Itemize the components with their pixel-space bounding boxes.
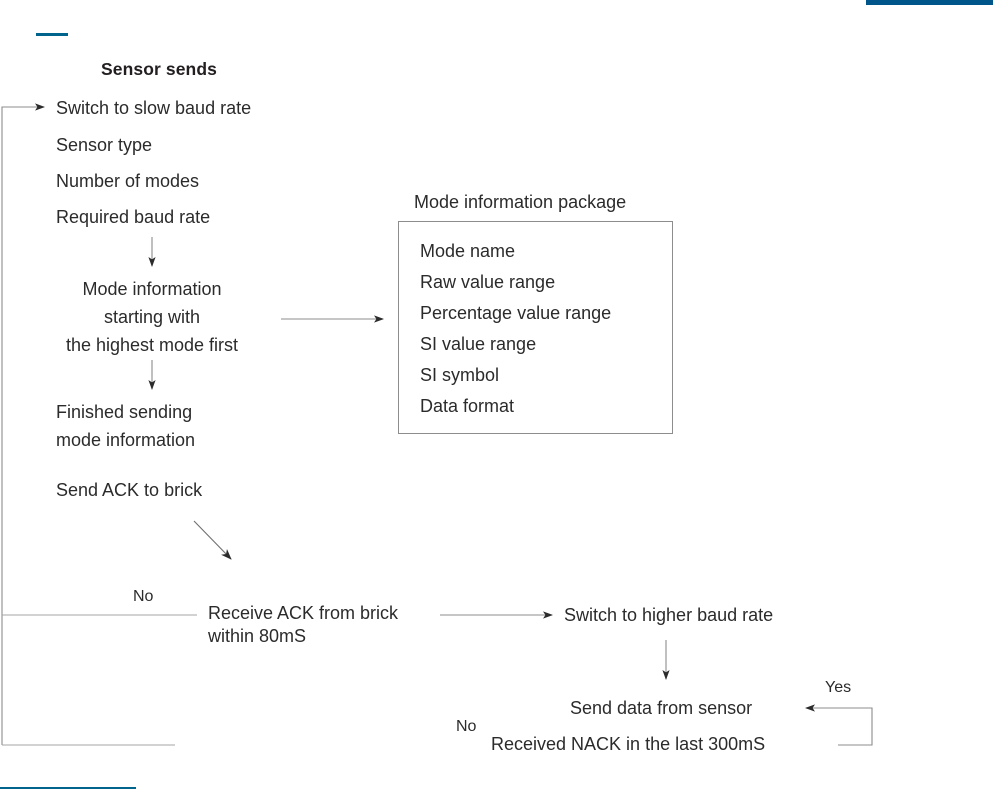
package-item-si-value-range: SI value range [420, 334, 537, 354]
decision-receive-ack-line2: within 80mS [208, 626, 307, 646]
step-number-of-modes: Number of modes [56, 171, 200, 191]
branch-label-no-ack: No [133, 588, 154, 605]
step-switch-slow-baud-rate: Switch to slow baud rate [56, 98, 252, 118]
package-item-mode-name: Mode name [420, 241, 516, 261]
yes-nack-loop [805, 704, 873, 746]
step-sensor-type: Sensor type [56, 135, 153, 155]
step-finished-sending-line1: Finished sending [56, 402, 193, 422]
flow-heading: Sensor sends [101, 59, 217, 79]
branch-label-no-nack: No [456, 718, 477, 735]
package-item-si-symbol: SI symbol [420, 365, 500, 385]
package-item-data-format: Data format [420, 396, 515, 416]
package-item-percentage-value-range: Percentage value range [420, 303, 612, 323]
package-title: Mode information package [414, 192, 627, 212]
step-send-ack-to-brick: Send ACK to brick [56, 480, 203, 500]
step-switch-higher-baud-rate: Switch to higher baud rate [564, 605, 774, 625]
step-mode-information-line2: starting with [103, 307, 201, 327]
branch-label-yes-nack: Yes [825, 679, 852, 696]
mode-information-package-box: Mode name Raw value range Percentage val… [398, 221, 673, 434]
step-required-baud-rate: Required baud rate [56, 207, 211, 227]
package-item-list: Mode name Raw value range Percentage val… [399, 222, 672, 422]
left-return-bus [1, 103, 45, 745]
decision-received-nack: Received NACK in the last 300mS [491, 734, 766, 754]
accent-rule-top-left [36, 33, 68, 36]
accent-bar-top-right [866, 0, 993, 5]
decision-receive-ack-line1: Receive ACK from brick [208, 603, 399, 623]
package-item-raw-value-range: Raw value range [420, 272, 556, 292]
arrow-sendack-to-receiveack [193, 520, 232, 560]
step-mode-information-line3: the highest mode first [65, 335, 239, 355]
step-send-data-from-sensor: Send data from sensor [570, 698, 753, 718]
step-finished-sending-line2: mode information [56, 430, 196, 450]
accent-rule-bottom-left [0, 787, 136, 789]
step-mode-information-line1: Mode information [82, 279, 222, 299]
